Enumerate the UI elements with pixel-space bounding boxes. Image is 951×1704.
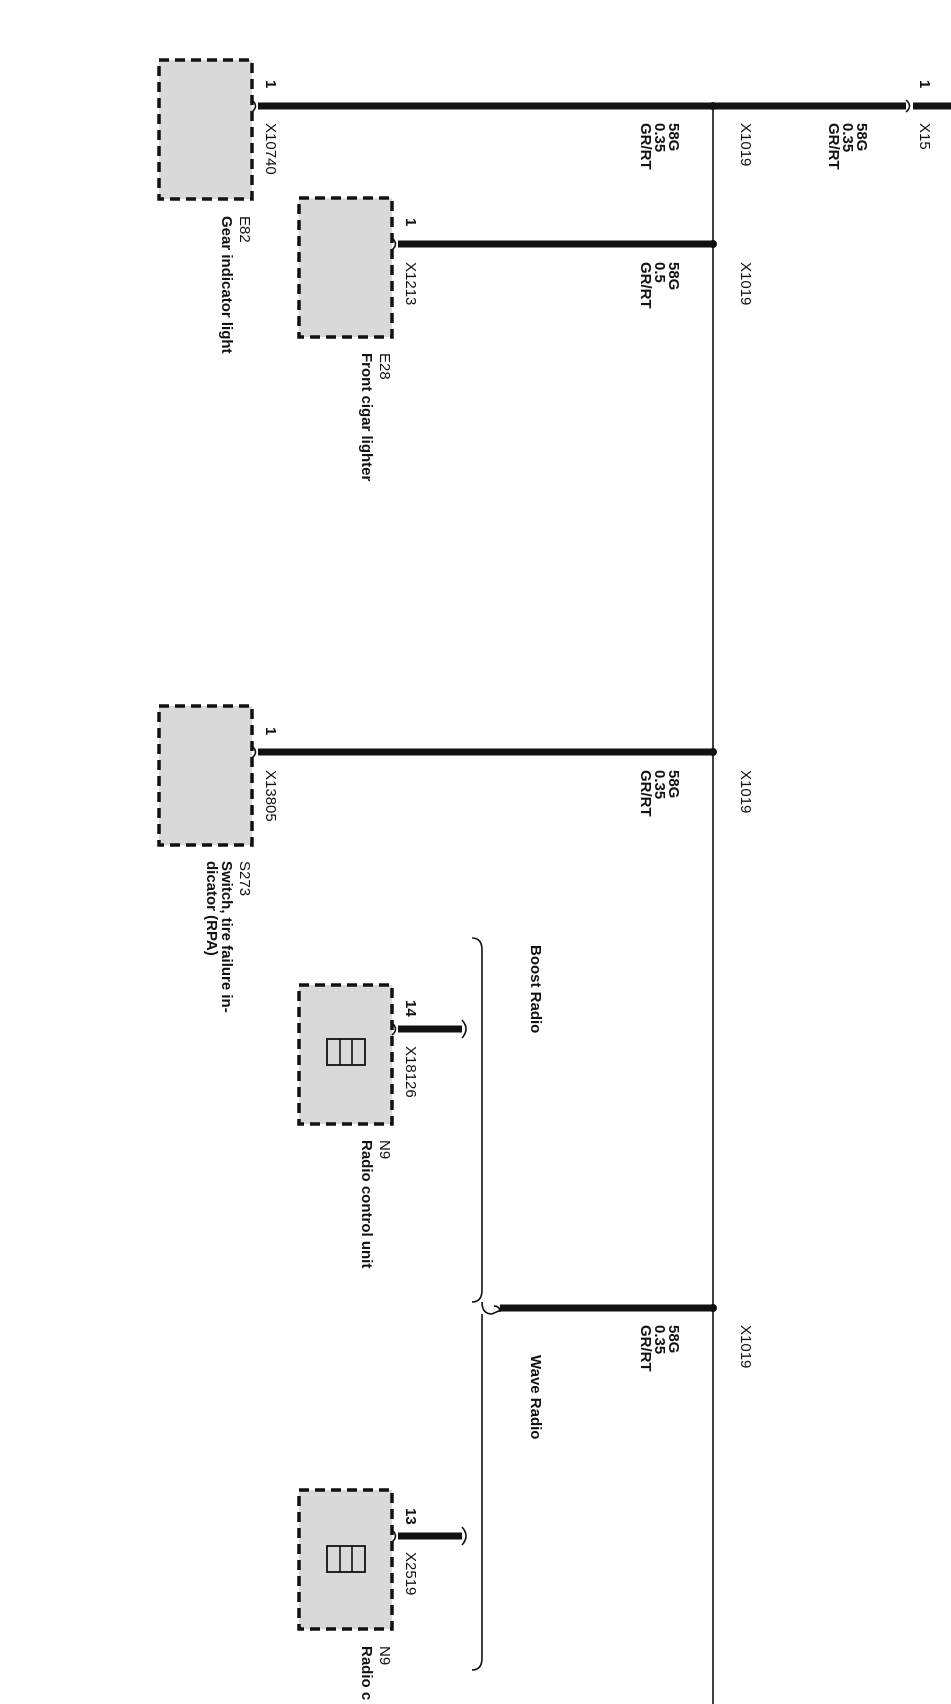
wire-signal-w1b: 58G bbox=[853, 123, 870, 151]
splice-point-4 bbox=[709, 1304, 717, 1312]
splice-point-2 bbox=[709, 240, 717, 248]
connector-label-x1213: X1213 bbox=[402, 262, 419, 305]
connector-x15-symbol bbox=[905, 99, 911, 113]
pin-number-e28: 1 bbox=[402, 218, 419, 226]
component-id-n9-wave: N9 bbox=[376, 1646, 393, 1665]
component-name-e82: Gear indicator light bbox=[218, 216, 235, 354]
connector-label-x2519: X2519 bbox=[402, 1552, 419, 1595]
pin-number-x15: 1 bbox=[916, 80, 933, 88]
wire-gauge-w4: 0.35 bbox=[651, 1325, 668, 1354]
variant-brace-join bbox=[481, 1301, 502, 1315]
wire-signal-w4: 58G bbox=[665, 1325, 682, 1353]
connector-x2519-plug-icon bbox=[461, 1526, 467, 1546]
wire-color-w1: GR/RT bbox=[637, 123, 654, 170]
pin-number-e82: 1 bbox=[262, 80, 279, 88]
variant-brace-boost bbox=[471, 937, 483, 1303]
component-id-e82: E82 bbox=[236, 216, 253, 243]
variant-label-wave: Wave Radio bbox=[527, 1355, 544, 1439]
wire-gauge-w2: 0.5 bbox=[651, 262, 668, 283]
radio-unit-icon bbox=[326, 1545, 366, 1573]
variant-label-boost: Boost Radio bbox=[527, 945, 544, 1033]
component-name-s273-line2: dicator (RPA) bbox=[203, 861, 220, 956]
component-name-e28: Front cigar lighter bbox=[358, 353, 375, 482]
component-e82-box[interactable] bbox=[157, 58, 254, 201]
splice-label-4: X1019 bbox=[737, 1325, 754, 1368]
splice-point-3 bbox=[709, 748, 717, 756]
wire-signal-w1: 58G bbox=[665, 123, 682, 151]
component-name-s273-line1: Switch, tire failure in- bbox=[218, 861, 235, 1013]
wire-gauge-w3: 0.35 bbox=[651, 770, 668, 799]
wire-color-w2: GR/RT bbox=[637, 262, 654, 309]
splice-label-1: X1019 bbox=[737, 123, 754, 166]
connector-label-x15: X15 bbox=[916, 123, 933, 150]
wire-signal-w3: 58G bbox=[665, 770, 682, 798]
connector-label-x13805: X13805 bbox=[262, 770, 279, 822]
connector-x2519-symbol bbox=[391, 1529, 397, 1543]
splice-label-3: X1019 bbox=[737, 770, 754, 813]
variant-wire-hook bbox=[493, 1305, 501, 1313]
connector-x13805-symbol bbox=[251, 745, 257, 759]
connector-label-x18126: X18126 bbox=[402, 1046, 419, 1098]
component-name-n9-wave: Radio c bbox=[358, 1646, 375, 1700]
wire-color-w3: GR/RT bbox=[637, 770, 654, 817]
wire-gauge-w1: 0.35 bbox=[651, 123, 668, 152]
connector-x1213-symbol bbox=[391, 237, 397, 251]
component-id-n9-boost: N9 bbox=[376, 1140, 393, 1159]
connector-x18126-plug-icon bbox=[461, 1019, 467, 1039]
wire-signal-w2: 58G bbox=[665, 262, 682, 290]
connector-label-x10740: X10740 bbox=[262, 123, 279, 175]
component-id-e28: E28 bbox=[376, 353, 393, 380]
connector-x10740-symbol bbox=[251, 99, 257, 113]
component-id-s273: S273 bbox=[236, 861, 253, 896]
radio-unit-icon bbox=[326, 1038, 366, 1066]
connector-x18126-symbol bbox=[391, 1022, 397, 1036]
variant-brace-wave bbox=[471, 1314, 483, 1671]
wire-color-w4: GR/RT bbox=[637, 1325, 654, 1372]
component-s273-box[interactable] bbox=[157, 704, 254, 847]
wire-gauge-w1b: 0.35 bbox=[839, 123, 856, 152]
pin-number-n9-wave: 13 bbox=[402, 1508, 419, 1525]
component-n9-boost-box[interactable] bbox=[297, 983, 394, 1126]
pin-number-n9-boost: 14 bbox=[402, 1000, 419, 1017]
component-e28-box[interactable] bbox=[297, 196, 394, 339]
splice-label-2: X1019 bbox=[737, 262, 754, 305]
wire-color-w1b: GR/RT bbox=[825, 123, 842, 170]
pin-number-s273: 1 bbox=[262, 727, 279, 735]
component-name-n9-boost: Radio control unit bbox=[358, 1140, 375, 1268]
component-n9-wave-box[interactable] bbox=[297, 1488, 394, 1631]
